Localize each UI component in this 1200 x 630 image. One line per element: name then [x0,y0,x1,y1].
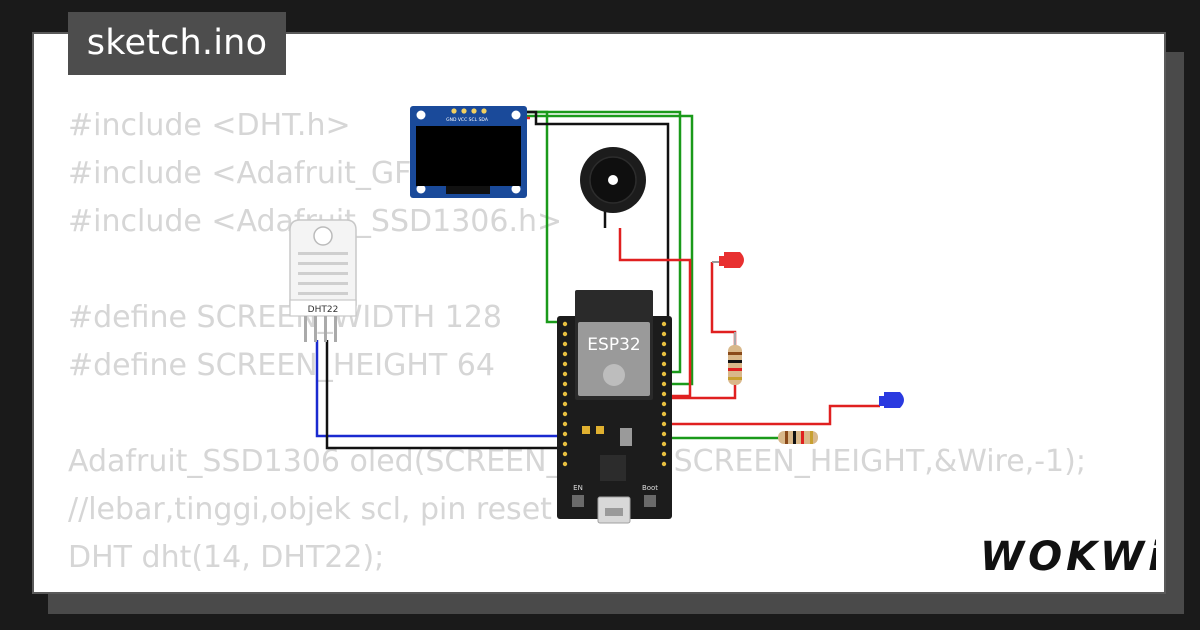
code-line: DHT dht(14, DHT22); [68,540,385,575]
wire-red [664,404,880,426]
resistor-horizontal [778,431,818,444]
wire-red [618,228,692,398]
wire-green [508,114,694,386]
red-led [712,252,744,268]
esp32-chip-label: ESP32 [587,335,640,355]
code-line: #define SCREEN_HEIGHT 64 [68,348,495,383]
wire-black [325,340,567,450]
dht22-sensor: DHT22 [289,219,357,342]
blue-led [879,392,904,408]
dht22-label: DHT22 [308,305,339,315]
wire-blue [315,340,567,438]
esp32-right-header [661,321,667,467]
code-line: Adafruit_SSD1306 oled(SCREEN_WIDTH,SCREE… [68,444,1086,479]
code-line: //lebar,tinggi,objek scl, pin reset [68,492,552,527]
buzzer [580,147,646,213]
file-tab-label: sketch.ino [68,12,286,75]
code-line: #include <DHT.h> [68,108,351,143]
wokwi-logo: WOKWi [980,534,1156,580]
wire-red [664,262,737,400]
esp32-board: ESP32 EN Boot [557,290,672,524]
code-line: #define SCREEN_WIDTH 128 [68,300,503,335]
oled-display: GND VCC SCL SDA [410,106,527,198]
resistor-vertical [728,332,742,385]
wokwi-logo-text: WOKWi [980,534,1156,580]
boot-button-label: Boot [642,484,658,492]
esp32-left-header [562,321,568,467]
code-line: #include <Adafruit_SSD1306.h> [68,204,563,239]
oled-pin-labels: GND VCC SCL SDA [446,117,489,123]
en-button-label: EN [573,484,583,492]
